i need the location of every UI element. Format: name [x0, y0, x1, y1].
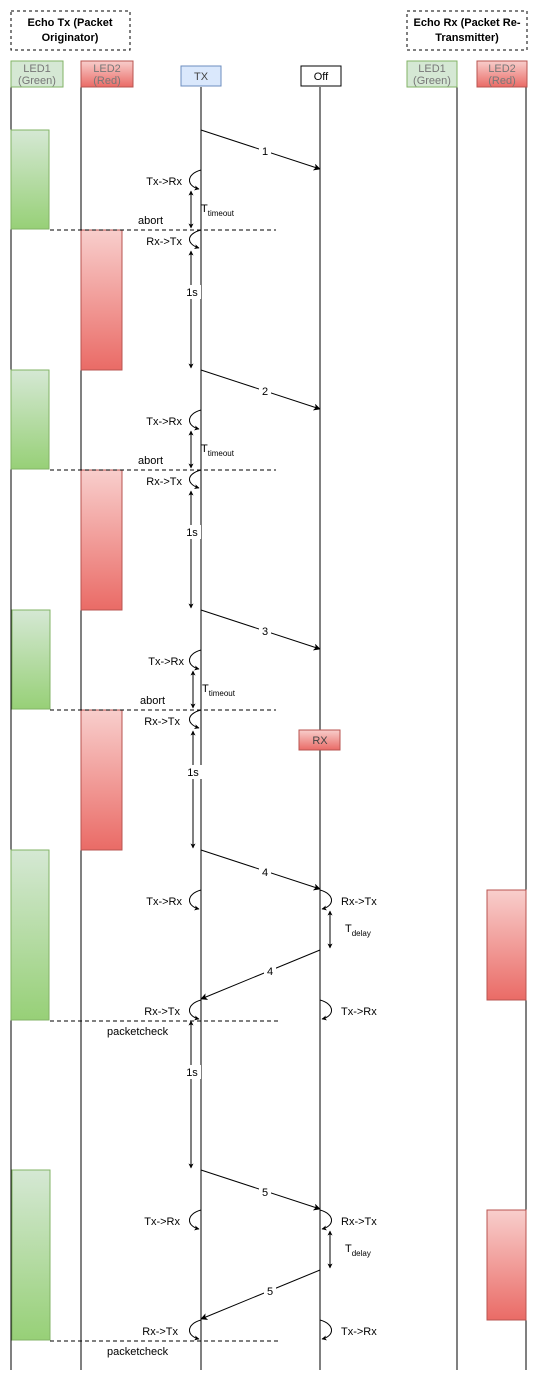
rx-to-tx-curl-1: [189, 229, 202, 250]
lane-tx-state: TX: [180, 65, 222, 87]
tx-led2-on-cycle1: [80, 229, 123, 371]
message-5-number: 5: [262, 1187, 268, 1199]
echo-tx-header-line2: Originator): [42, 32, 99, 44]
tx-led1-on-cycle5: [11, 1169, 51, 1341]
timing-labels: 1s 1s 1s 1s Ttimeout Ttimeout Ttimeout T…: [183, 203, 371, 1258]
lane-tx-led1: LED1 (Green): [10, 60, 64, 88]
tx-to-rx-curl-3: [189, 649, 202, 671]
abort-label-2: abort: [138, 455, 163, 467]
echo-tx-header-line1: Echo Tx (Packet: [28, 17, 113, 29]
lane-rx-state: Off: [300, 65, 342, 87]
lane-tx-state-label: TX: [194, 71, 209, 83]
packetcheck-label-1: packetcheck: [107, 1026, 169, 1038]
message-5-reply-number: 5: [267, 1286, 273, 1298]
rx-to-tx-label-3: Rx->Tx: [144, 716, 180, 728]
lane-rx-led2-line2: (Red): [488, 75, 516, 87]
rx-to-tx-curl-3: [189, 709, 202, 730]
tx-to-rx-label-1: Tx->Rx: [146, 176, 182, 188]
tx-led1-on-cycle3: [11, 609, 51, 710]
rx-side-tx-to-rx-label-5: Tx->Rx: [341, 1326, 377, 1338]
message-1-number: 1: [262, 146, 268, 158]
delay-label-5: Tdelay: [345, 1243, 371, 1258]
message-3-number: 3: [262, 626, 268, 638]
event-lines: [50, 229, 278, 1342]
lane-rx-led1: LED1 (Green): [406, 60, 458, 88]
rx-side-rx-to-tx-curl-5: [319, 1209, 332, 1231]
state-transition-labels: Tx->Rx Rx->Tx Tx->Rx Rx->Tx Tx->Rx Rx->T…: [142, 176, 377, 1338]
lane-rx-state-label: Off: [314, 71, 329, 83]
one-second-label-4: 1s: [186, 1067, 198, 1079]
tx-led1-on-cycle4: [10, 849, 50, 1021]
rx-to-tx-label-5: Rx->Tx: [142, 1326, 178, 1338]
rx-led2-on-cycle4: [486, 889, 527, 1001]
message-4-reply-arrow: [200, 949, 321, 1000]
tx-to-rx-curl-1: [189, 169, 202, 191]
message-2-number: 2: [262, 386, 268, 398]
tx-led2-on-cycle2: [80, 469, 123, 611]
state-transitions: [189, 169, 332, 1341]
tx-to-rx-label-4: Tx->Rx: [146, 896, 182, 908]
lifelines: [10, 87, 527, 1370]
rx-to-tx-label-2: Rx->Tx: [146, 476, 182, 488]
echo-tx-header: Echo Tx (Packet Originator): [10, 10, 131, 51]
lane-tx-led2-line1: LED2: [93, 63, 121, 75]
rx-side-tx-to-rx-curl-5: [319, 1319, 332, 1341]
lane-tx-led1-line2: (Green): [18, 75, 56, 87]
event-labels: abort abort abort packetcheck packetchec…: [107, 215, 169, 1358]
abort-label-3: abort: [140, 695, 165, 707]
rx-state-change: RX: [298, 729, 341, 751]
one-second-label-1: 1s: [186, 287, 198, 299]
rx-to-tx-curl-5: [189, 1319, 202, 1341]
timing-brackets: [188, 190, 333, 1269]
rx-side-tx-to-rx-label-4: Tx->Rx: [341, 1006, 377, 1018]
rx-state-change-label: RX: [312, 735, 328, 747]
tx-to-rx-curl-5: [189, 1209, 202, 1231]
messages: [200, 129, 321, 1320]
delay-label-4: Tdelay: [345, 923, 371, 938]
echo-rx-header-line2: Transmitter): [435, 32, 499, 44]
rx-to-tx-curl-2: [189, 469, 202, 490]
rx-to-tx-curl-4: [189, 999, 202, 1021]
rx-side-rx-to-tx-label-4: Rx->Tx: [341, 896, 377, 908]
tx-to-rx-label-2: Tx->Rx: [146, 416, 182, 428]
message-4-reply-number: 4: [267, 966, 273, 978]
abort-label-1: abort: [138, 215, 163, 227]
one-second-label-2: 1s: [186, 527, 198, 539]
tx-led2-on-cycle3: [80, 709, 123, 851]
tx-to-rx-curl-4: [189, 889, 202, 911]
rx-to-tx-label-4: Rx->Tx: [144, 1006, 180, 1018]
lane-rx-led2-line1: LED2: [488, 63, 516, 75]
one-second-label-3: 1s: [187, 767, 199, 779]
lane-tx-led2: LED2 (Red): [80, 60, 134, 88]
led-activity: [10, 129, 527, 1341]
rx-side-rx-to-tx-curl-4: [319, 889, 332, 911]
lane-rx-led2: LED2 (Red): [476, 60, 528, 88]
timeout-label-1: Ttimeout: [201, 203, 235, 218]
echo-rx-header-line1: Echo Rx (Packet Re-: [414, 17, 521, 29]
lane-tx-led2-line2: (Red): [93, 75, 121, 87]
message-4-number: 4: [262, 867, 268, 879]
tx-led1-on-cycle1: [10, 129, 50, 230]
timeout-label-2: Ttimeout: [201, 443, 235, 458]
tx-led1-on-cycle2: [10, 369, 50, 470]
lane-rx-led1-line2: (Green): [413, 75, 451, 87]
message-numbers: 1 2 3 4 4 5 5: [259, 145, 276, 1298]
rx-side-tx-to-rx-curl-4: [319, 999, 332, 1021]
tx-to-rx-label-5: Tx->Rx: [144, 1216, 180, 1228]
tx-to-rx-curl-2: [189, 409, 202, 431]
message-5-reply-arrow: [200, 1269, 321, 1320]
tx-to-rx-label-3: Tx->Rx: [148, 656, 184, 668]
packetcheck-label-2: packetcheck: [107, 1346, 169, 1358]
timeout-label-3: Ttimeout: [202, 683, 236, 698]
rx-to-tx-label-1: Rx->Tx: [146, 236, 182, 248]
lane-tx-led1-line1: LED1: [23, 63, 51, 75]
echo-rx-header: Echo Rx (Packet Re- Transmitter): [406, 10, 528, 51]
lane-rx-led1-line1: LED1: [418, 63, 446, 75]
rx-side-rx-to-tx-label-5: Rx->Tx: [341, 1216, 377, 1228]
rx-led2-on-cycle5: [486, 1209, 527, 1321]
